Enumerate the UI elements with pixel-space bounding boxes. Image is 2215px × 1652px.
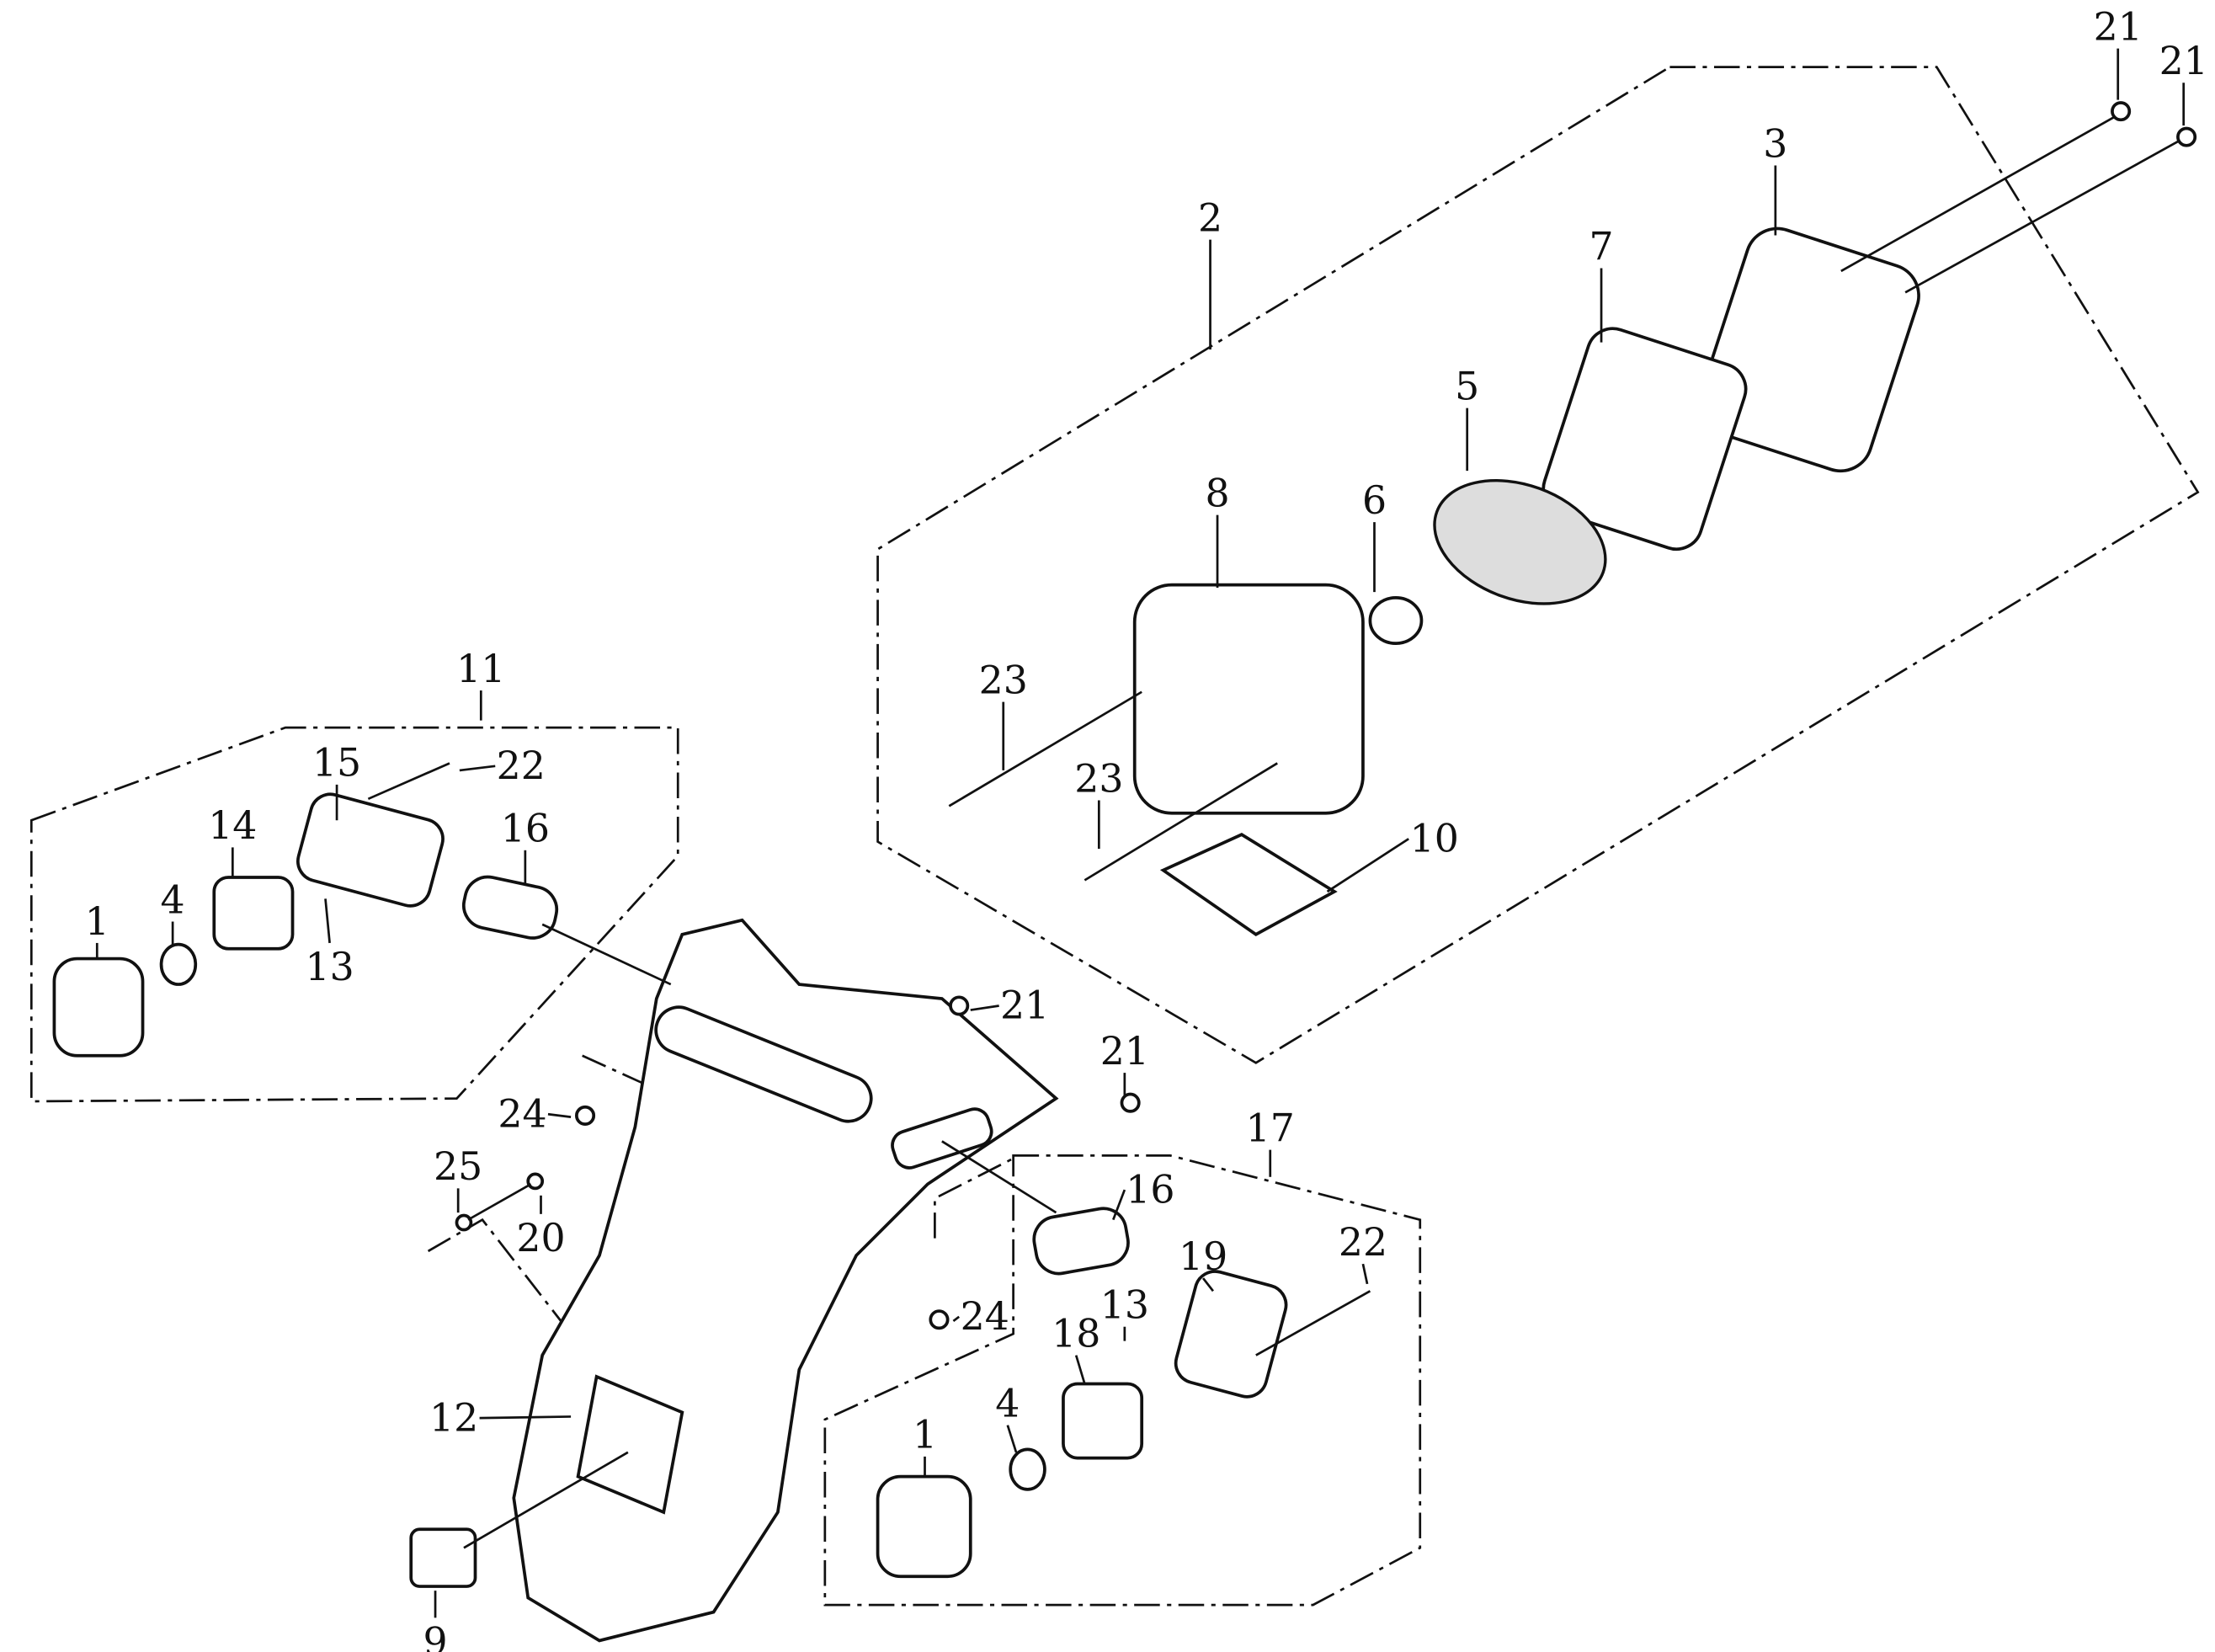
group-17-boundary [823,1154,1422,1607]
part-3-housing [1697,226,1920,473]
callout-label-16: 16 [501,807,550,851]
callout-leader [324,898,331,944]
part-4-bulb-left [159,942,198,986]
callout-label-24: 24 [498,1092,546,1137]
callout-label-23: 23 [979,658,1028,702]
callout-label-6: 6 [1362,478,1387,523]
nut-21c [949,995,970,1016]
callout-label-12: 12 [429,1395,478,1440]
callout-label-1: 1 [85,899,109,944]
bolt-24b [929,1309,950,1330]
part-10-plate [1159,833,1338,936]
group-2-boundary [876,66,2200,1064]
nut-21d [1120,1092,1141,1113]
callout-label-24: 24 [961,1294,1009,1339]
callout-label-13: 13 [305,945,354,989]
callout-leader [1326,838,1409,893]
license-bracket [654,1005,873,1123]
callout-label-13: 13 [1100,1283,1149,1328]
callout-label-21: 21 [1100,1029,1149,1074]
callout-label-18: 18 [1052,1311,1100,1356]
leader-21b [1904,137,2185,294]
nut-21a [2111,101,2132,122]
stay-rod-left [541,923,672,986]
callout-label-21: 21 [1000,983,1049,1028]
rear-fender [512,918,1059,1643]
callout-label-15: 15 [312,741,361,786]
part-5-reflector [1433,479,1607,605]
part-1-lens-right [876,1474,972,1579]
callout-label-23: 23 [1074,756,1123,801]
callout-label-2: 2 [1198,195,1222,240]
callout-label-22: 22 [497,743,546,788]
screw-23a [948,690,1142,807]
bracket-group-3 [934,1157,1014,1239]
leader-9 [463,1451,629,1549]
callout-label-11: 11 [456,647,505,691]
callout-label-10: 10 [1410,817,1459,861]
callout-label-25: 25 [434,1144,482,1189]
part-4-bulb-right [1009,1447,1046,1491]
screw-23b [1084,762,1278,882]
part-9-reflector [409,1527,477,1588]
callout-leader [970,1005,999,1011]
callout-label-20: 20 [516,1216,565,1260]
callout-leader [547,1112,572,1118]
callout-leader [952,1315,961,1323]
nut-20 [526,1172,545,1191]
callout-label-5: 5 [1455,364,1479,408]
screw-22-left [367,762,450,801]
callout-leader [1361,1263,1369,1285]
nut-21b [2176,126,2197,147]
leader-25-20 [467,1183,532,1221]
part-16-stay-right [1032,1207,1130,1276]
bracket-group [582,1054,646,1085]
callout-label-14: 14 [208,803,257,848]
part-8-lens [1132,583,1365,815]
group-11-boundary [29,726,679,1103]
callout-label-7: 7 [1589,224,1613,269]
mount-plate [891,1107,993,1170]
part-6-bulb [1368,596,1424,645]
callout-leader [1112,1189,1126,1221]
callout-label-3: 3 [1763,121,1787,166]
callout-leader [1202,1277,1215,1292]
callout-label-17: 17 [1246,1106,1295,1150]
callout-leader [459,765,496,772]
bracket-group-2 [427,1218,572,1335]
part-1-lens-left [52,957,145,1058]
callout-label-21: 21 [2094,4,2143,49]
callout-leader [1074,1355,1086,1384]
callout-label-21: 21 [2159,39,2208,83]
callout-label-16: 16 [1126,1167,1174,1212]
callout-leader [1006,1425,1018,1453]
callout-label-9: 9 [423,1619,447,1652]
part-19-housing-right [1174,1270,1288,1399]
part-14-socket-left [212,876,295,951]
bolt-24a [575,1105,596,1126]
callout-label-4: 4 [161,877,185,922]
leader-21a [1840,113,2121,273]
stay-rod-right [941,1140,1057,1214]
part-15-housing-left [296,792,445,908]
part-12-reflector-bracket [576,1374,684,1515]
screw-22-right [1255,1290,1371,1356]
part-7-gasket [1541,327,1748,552]
callout-label-22: 22 [1339,1220,1387,1265]
callout-label-8: 8 [1205,471,1229,515]
callout-label-4: 4 [995,1381,1020,1426]
part-18-socket-right [1062,1382,1144,1460]
callout-label-19: 19 [1179,1234,1227,1279]
callout-label-1: 1 [913,1413,937,1457]
washer-25 [455,1213,473,1232]
part-16-stay-left [461,875,559,940]
callout-leader [479,1415,572,1420]
